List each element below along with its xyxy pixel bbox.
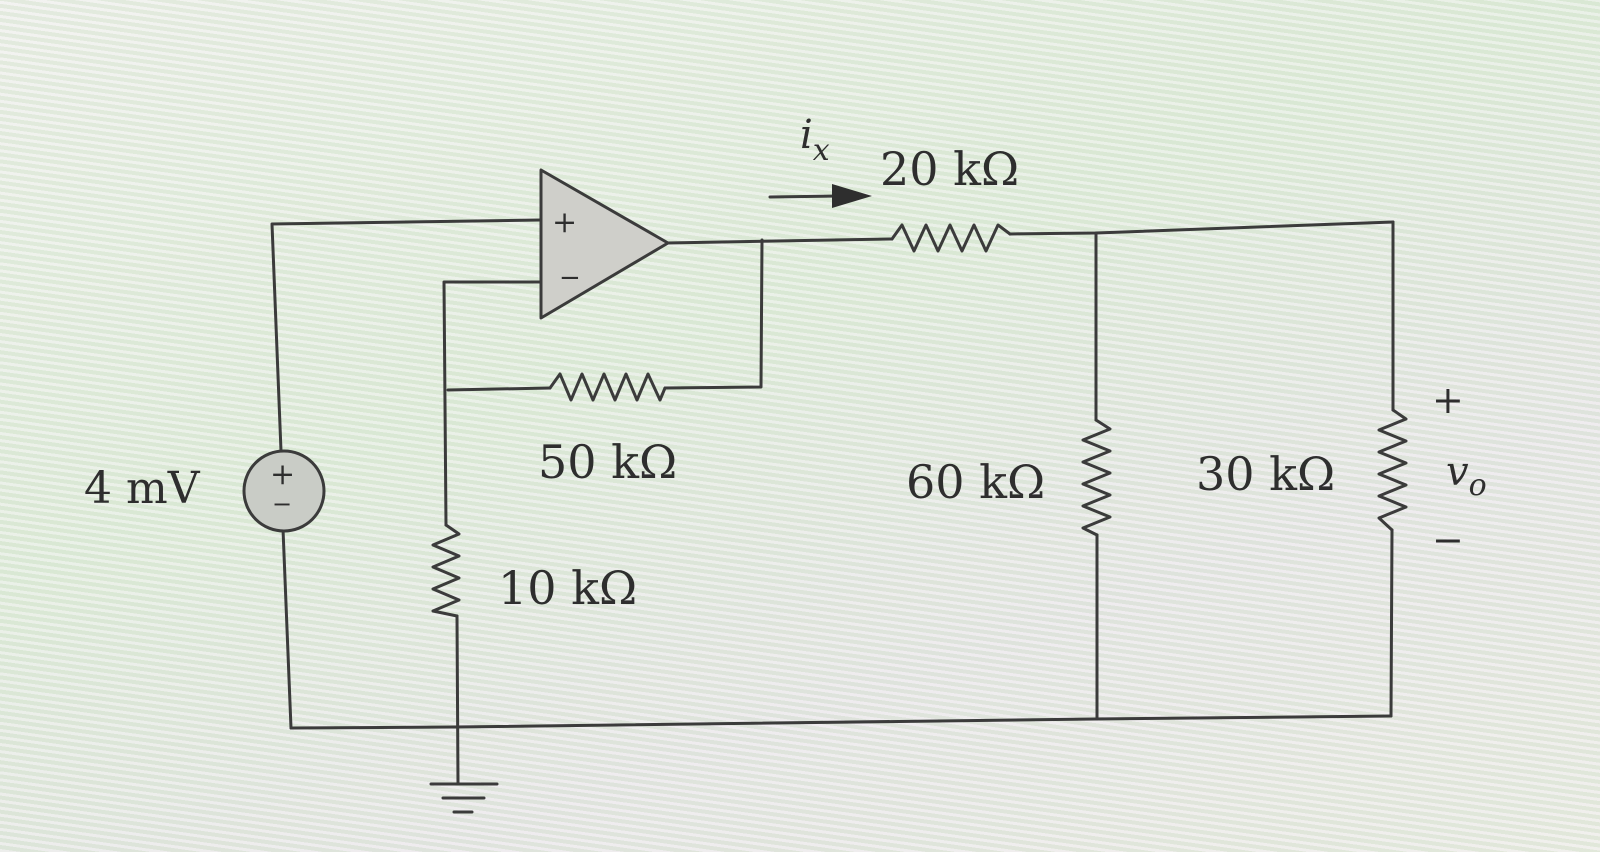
source-minus-sign: − (272, 490, 292, 518)
wire-feedback-left (446, 386, 552, 392)
resistor-30k-label: 30 kΩ (1196, 447, 1335, 501)
current-arrow-shaft (768, 194, 842, 199)
opamp-plus-sign: + (552, 205, 577, 240)
output-plus-sign: + (1432, 378, 1464, 422)
voltage-source (242, 449, 326, 533)
opamp-minus-sign: − (559, 263, 581, 293)
resistor-10k (431, 523, 461, 618)
resistor-60k (1081, 418, 1112, 537)
output-label-subscript: o (1469, 468, 1487, 503)
current-label-subscript: x (813, 133, 830, 168)
resistor-20k-label: 20 kΩ (880, 142, 1019, 196)
output-label-main: v (1446, 449, 1469, 495)
resistor-20k (890, 223, 1012, 253)
wire-10k-to-ground (455, 614, 460, 786)
wire-source-to-noninverting (270, 218, 542, 453)
resistor-60k-label: 60 kΩ (906, 455, 1045, 509)
opamp-triangle (539, 168, 670, 320)
resistor-50k-label: 50 kΩ (538, 435, 677, 489)
wire-inverting-input (442, 280, 542, 527)
source-plus-sign: + (270, 457, 295, 492)
source-value-label: 4 mV (84, 463, 201, 514)
wire-source-to-ground-rail (281, 527, 293, 730)
output-minus-sign: − (1432, 518, 1464, 562)
resistor-30k (1377, 408, 1408, 532)
resistor-50k (548, 372, 667, 402)
current-label: ix (800, 112, 830, 168)
current-label-main: i (800, 112, 813, 158)
wire-feedback-right (663, 238, 764, 390)
wire-top-right-rail (1008, 220, 1395, 236)
output-voltage-label: vo (1446, 449, 1487, 503)
current-arrow-head (832, 184, 872, 208)
wire-ground-rail (289, 714, 1393, 730)
wire-30k-bottom (1389, 528, 1394, 718)
wire-output-to-20k (665, 237, 894, 245)
resistor-10k-label: 10 kΩ (498, 561, 637, 615)
